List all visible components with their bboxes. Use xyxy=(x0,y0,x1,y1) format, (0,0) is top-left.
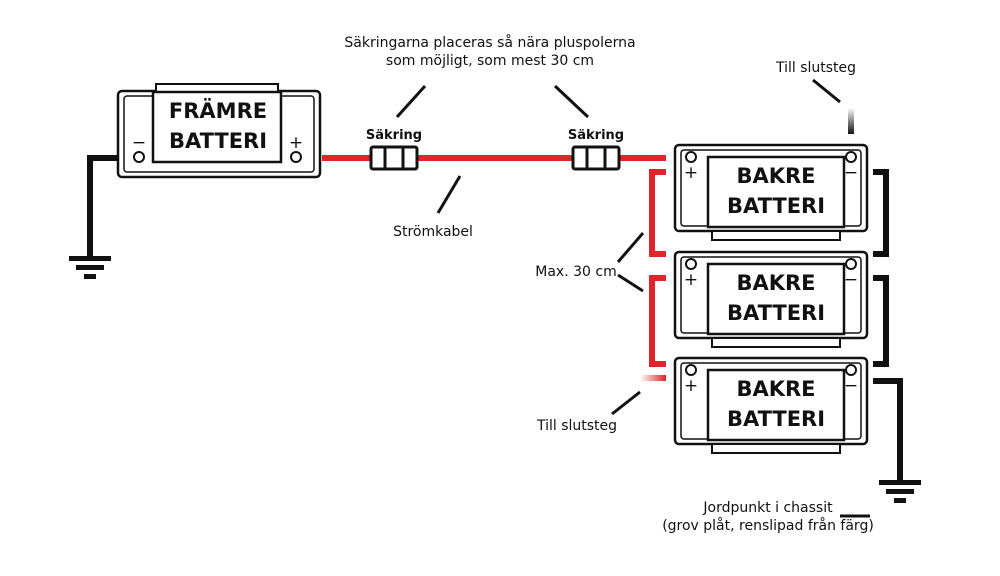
positive-sign: + xyxy=(289,133,303,153)
rear-battery-label-line2: BATTERI xyxy=(727,301,825,325)
power-cable-label: Strömkabel xyxy=(393,224,473,240)
negative-sign: − xyxy=(132,133,146,153)
parallel-negative-cable-1 xyxy=(873,169,889,257)
rear-battery-label-line1: BAKRE xyxy=(736,377,815,401)
positive-terminal-icon xyxy=(685,364,697,376)
positive-terminal-icon xyxy=(290,151,302,163)
amp-negative-cable xyxy=(848,108,854,134)
max-length-label: Max. 30 cm xyxy=(535,264,616,280)
fuse-note-line2: som möjligt, som mest 30 cm xyxy=(386,53,594,69)
negative-terminal-icon xyxy=(133,151,145,163)
to-amp-label-bottom: Till slutsteg xyxy=(536,418,617,434)
negative-sign: − xyxy=(844,270,858,290)
rear-batteries: + − BAKRE BATTERI + − BAKRE BATTERI + − BAKRE BATTE… xyxy=(673,143,869,454)
positive-sign: + xyxy=(684,163,698,183)
ground-symbol-icon xyxy=(69,256,111,279)
ground-point-label-line2: (grov plåt, renslipad från färg) xyxy=(662,517,874,534)
parallel-negative-cable-2 xyxy=(873,275,889,367)
negative-sign: − xyxy=(844,163,858,183)
ground-point-label-line1: Jordpunkt i chassit xyxy=(702,500,833,516)
positive-sign: + xyxy=(684,376,698,396)
rear-battery-label-line2: BATTERI xyxy=(727,407,825,431)
negative-terminal-icon xyxy=(845,151,857,163)
fuse-2 xyxy=(571,145,621,171)
rear-battery-label-line2: BATTERI xyxy=(727,194,825,218)
negative-terminal-icon xyxy=(845,258,857,270)
ground-symbol-icon xyxy=(879,480,921,503)
rear-battery-label-line1: BAKRE xyxy=(736,271,815,295)
rear-battery-label-line1: BAKRE xyxy=(736,164,815,188)
rear-battery: + − BAKRE BATTERI xyxy=(673,356,869,454)
positive-sign: + xyxy=(684,270,698,290)
rear-battery: + − BAKRE BATTERI xyxy=(673,143,869,241)
positive-terminal-icon xyxy=(685,151,697,163)
parallel-positive-cable-2 xyxy=(649,275,666,367)
ground-cables xyxy=(87,155,903,480)
fuse-label: Säkring xyxy=(568,128,624,143)
negative-sign: − xyxy=(844,376,858,396)
annotation-leaders xyxy=(395,78,870,518)
negative-terminal-icon xyxy=(845,364,857,376)
rear-ground-cable xyxy=(873,378,903,480)
front-ground-cable xyxy=(87,155,118,256)
positive-terminal-icon xyxy=(685,258,697,270)
fuse-1 xyxy=(369,145,419,171)
rear-battery: + − BAKRE BATTERI xyxy=(673,250,869,348)
amp-positive-cable xyxy=(640,375,666,381)
front-battery xyxy=(116,83,322,179)
front-battery-label-line1: FRÄMRE xyxy=(169,98,267,123)
front-battery-label-line2: BATTERI xyxy=(169,129,267,153)
parallel-positive-cable-1 xyxy=(649,169,666,257)
fuse-note-line1: Säkringarna placeras så nära pluspolerna xyxy=(344,34,635,51)
positive-cables xyxy=(322,155,666,367)
fuse-label: Säkring xyxy=(366,128,422,143)
to-amp-label-top: Till slutsteg xyxy=(775,60,856,76)
